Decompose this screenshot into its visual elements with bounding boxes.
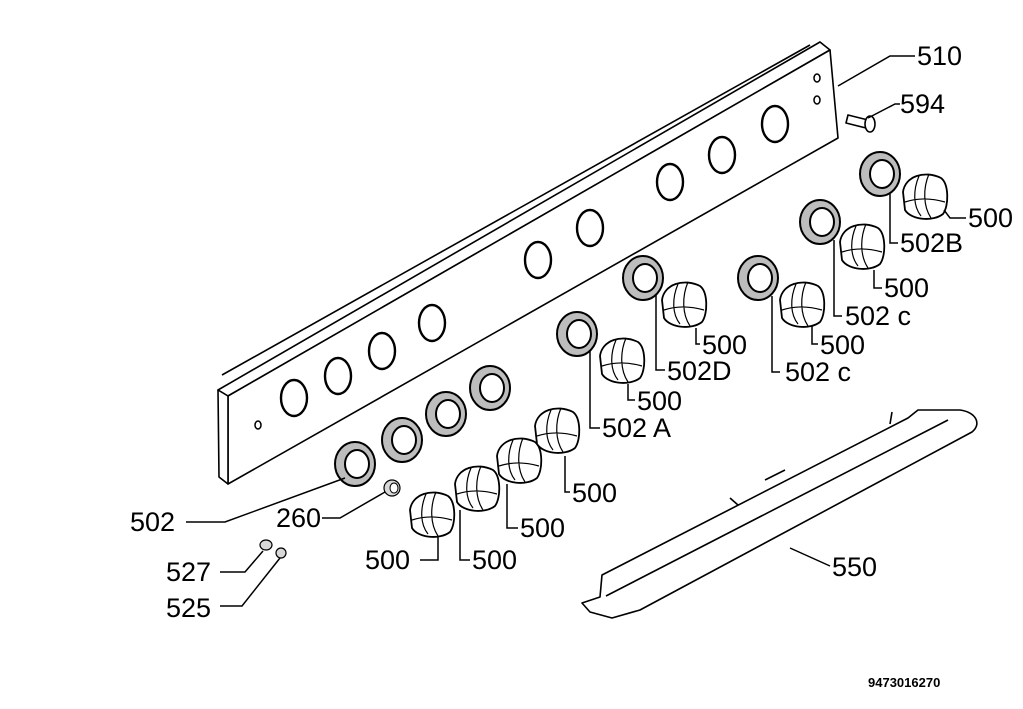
label-500-2: 500 [472,545,517,575]
label-502a: 502 A [602,413,671,443]
knob [409,491,456,538]
label-527: 527 [166,557,211,587]
label-500-4: 500 [572,478,617,508]
knob [599,337,646,384]
label-525: 525 [166,593,211,623]
label-500-7: 500 [820,330,865,360]
label-550: 550 [832,552,877,582]
screw-part [845,114,876,133]
ring-group-502 [334,365,511,487]
spring-part [383,479,401,497]
label-502d: 502D [667,356,732,386]
knob [839,223,886,270]
label-500-5: 500 [637,386,682,416]
knob-set [409,173,949,538]
small-part-527 [259,539,273,551]
callout-labels: 510 594 502 260 527 525 502 A 502D 502 c… [130,41,1013,690]
rail-part [581,409,978,619]
leader-lines [186,55,966,607]
label-502: 502 [130,507,175,537]
knob [779,281,826,328]
ring-502c-2 [799,199,841,245]
label-510: 510 [917,41,962,71]
label-502b: 502B [900,228,963,258]
ring [334,441,376,487]
label-502c-upper: 502 c [845,301,911,331]
small-part-525 [275,547,287,559]
ring-502d [622,255,664,301]
knob [534,407,581,454]
reference-number: 9473016270 [868,675,940,690]
label-594: 594 [900,89,945,119]
ring [425,391,467,437]
ring-502a [556,311,598,357]
label-500-1: 500 [365,545,410,575]
label-500-3: 500 [520,513,565,543]
label-502c-lower: 502 c [785,357,851,387]
knob [902,173,949,220]
ring-502b [859,151,901,197]
knob [661,281,708,328]
knob [496,437,543,484]
knob [454,465,501,512]
label-500-8: 500 [884,273,929,303]
ring [469,365,511,411]
ring-502c-1 [737,255,779,301]
ring [381,417,423,463]
label-500-9: 500 [968,203,1013,233]
panel-holes [254,73,821,430]
label-500-6: 500 [702,330,747,360]
label-260: 260 [276,503,321,533]
control-panel [217,41,839,485]
